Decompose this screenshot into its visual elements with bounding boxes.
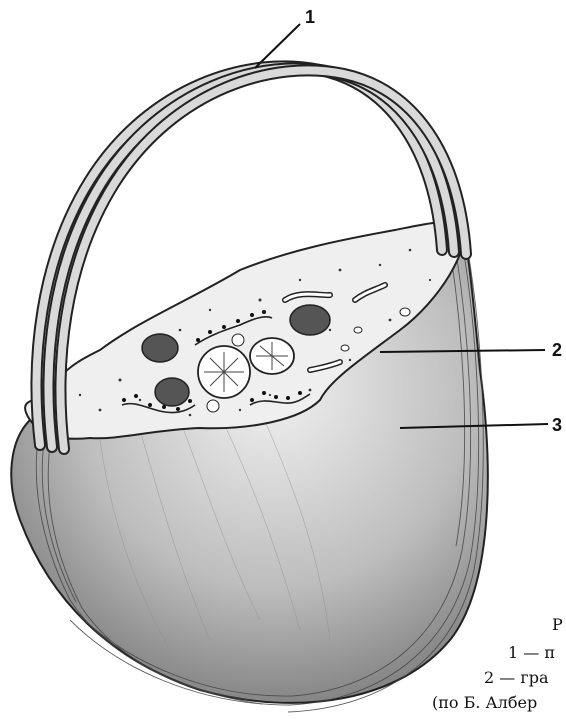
caption-line-2: 1 — п <box>508 645 555 661</box>
callout-1: 1 <box>305 8 315 26</box>
callout-2: 2 <box>552 341 562 359</box>
caption-line-3: 2 — гра <box>484 670 549 686</box>
callout-3: 3 <box>552 416 562 434</box>
caption-line-1: Р <box>552 617 563 633</box>
caption-line-4: (по Б. Албер <box>432 695 537 711</box>
